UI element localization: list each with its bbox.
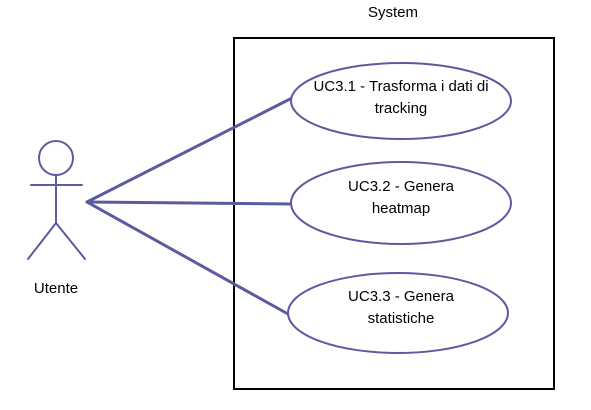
association-line-uc3-1	[85, 95, 296, 204]
system-boundary	[233, 37, 555, 390]
system-title: System	[367, 4, 418, 21]
use-case-label-uc3-2-line-2: heatmap	[371, 200, 431, 217]
use-case-label-uc3-2-line-1: UC3.2 - Genera	[348, 178, 454, 195]
association-line-uc3-2	[85, 200, 295, 206]
use-case-uc3-3	[287, 272, 509, 354]
use-case-label-uc3-3-line-2: statistiche	[367, 310, 435, 327]
use-case-uc3-2	[290, 161, 512, 245]
use-case-uc3-1	[290, 62, 512, 140]
use-case-label-uc3-1-line-1: UC3.1 - Trasforma i dati di	[313, 78, 489, 95]
use-case-label-uc3-1-line-2: tracking	[374, 100, 428, 117]
use-case-label-uc3-3-line-1: UC3.3 - Genera	[348, 288, 454, 305]
actor-right-leg	[55, 222, 86, 260]
actor-figure	[27, 140, 86, 260]
association-line-uc3-3	[85, 200, 290, 316]
actor-label: Utente	[33, 280, 79, 297]
actor-head	[38, 140, 74, 176]
actor-left-leg	[27, 222, 57, 260]
